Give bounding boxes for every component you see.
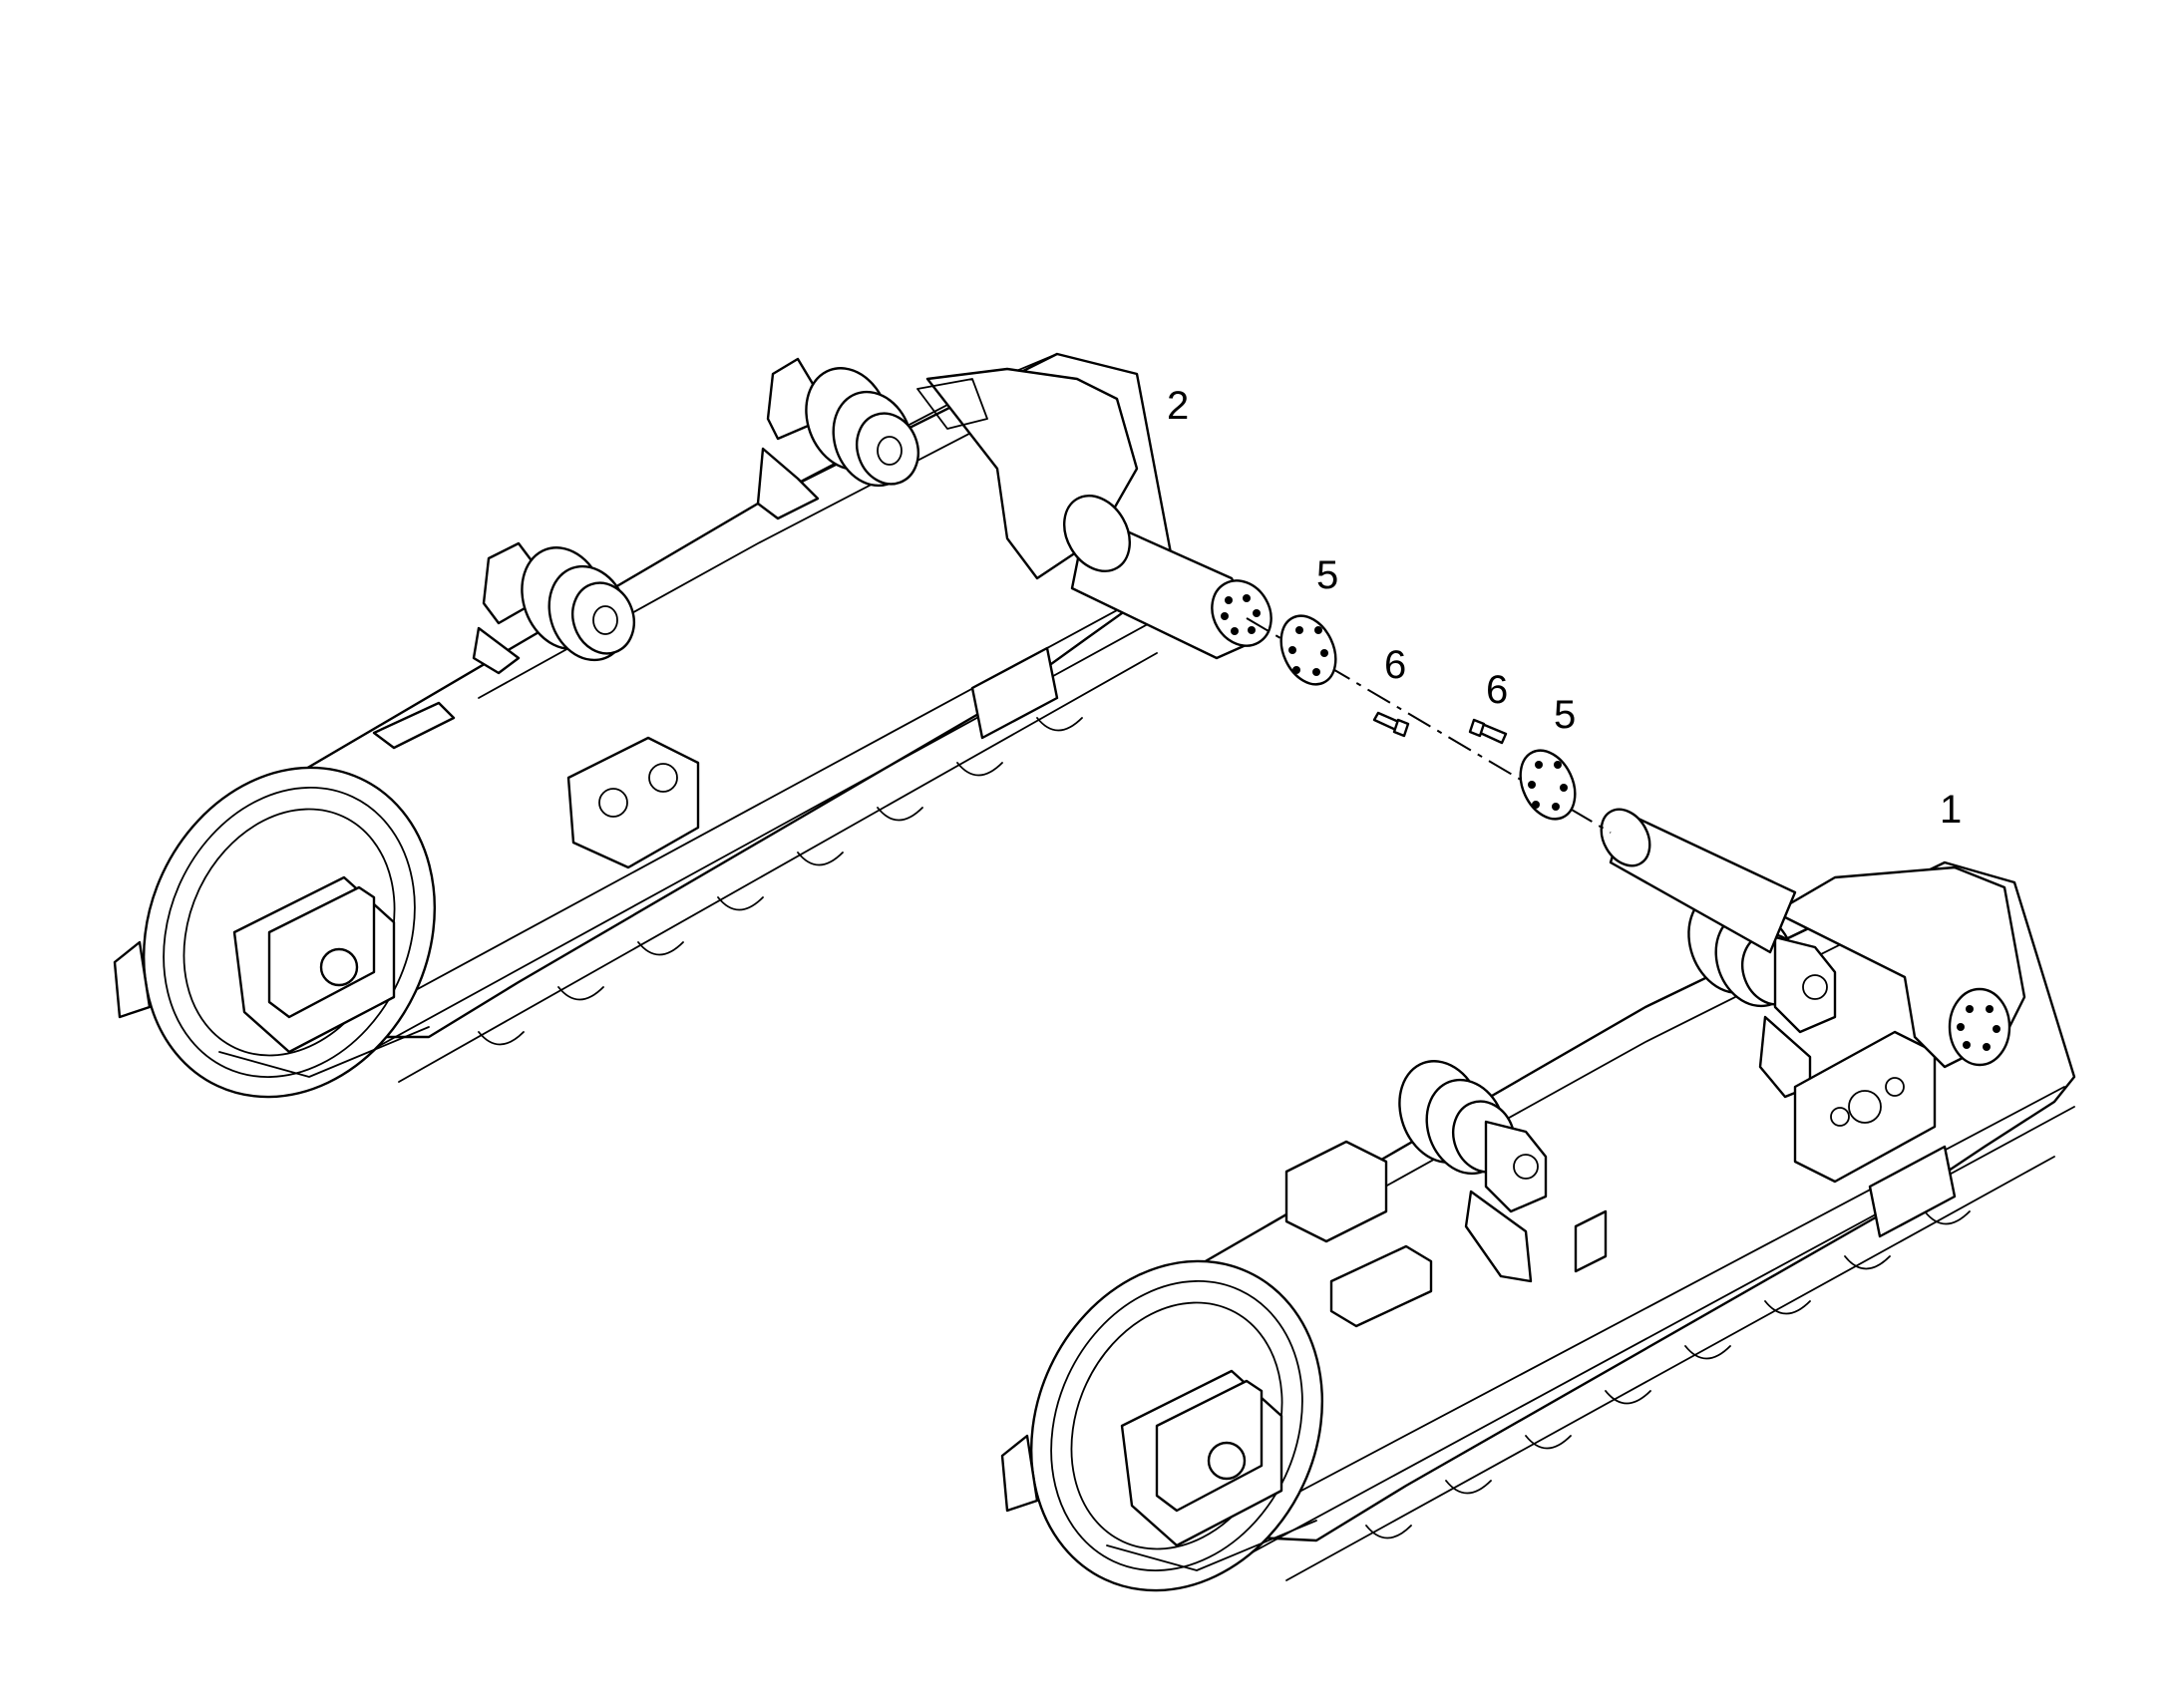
mounting-plate-right (1793, 1030, 1937, 1184)
callout-5-upper: 5 (1316, 553, 1338, 597)
bolt-upper (1372, 711, 1410, 738)
callout-1: 1 (1940, 788, 1962, 832)
carrier-roller-right-rear (1687, 890, 1837, 1099)
cover-plate-right (1329, 1244, 1433, 1328)
front-idler-right (1000, 1259, 1324, 1592)
washer-upper (1279, 614, 1337, 686)
side-bracket-left (566, 736, 700, 869)
washer-lower (1519, 749, 1577, 821)
callout-2: 2 (1167, 384, 1189, 428)
callout-6-upper: 6 (1384, 643, 1406, 687)
front-idler-left (113, 766, 437, 1099)
track-frame-left (113, 352, 1272, 1099)
callout-6-lower: 6 (1486, 668, 1508, 712)
track-frame-right (1000, 808, 2076, 1592)
carrier-roller-left-front (472, 541, 635, 675)
cover-plate-left (372, 701, 456, 750)
track-shoes-left (478, 646, 1083, 1046)
pivot-shaft-left (1063, 495, 1272, 660)
side-bracket-right (1284, 1140, 1388, 1243)
callout-5-lower: 5 (1554, 693, 1576, 737)
carrier-roller-left-rear (756, 357, 919, 520)
carrier-roller-right-front (1398, 1060, 1548, 1283)
track-shoes-right (1365, 1145, 1971, 1539)
bolt-lower (1468, 718, 1508, 745)
pivot-shaft-right (1600, 808, 1797, 954)
